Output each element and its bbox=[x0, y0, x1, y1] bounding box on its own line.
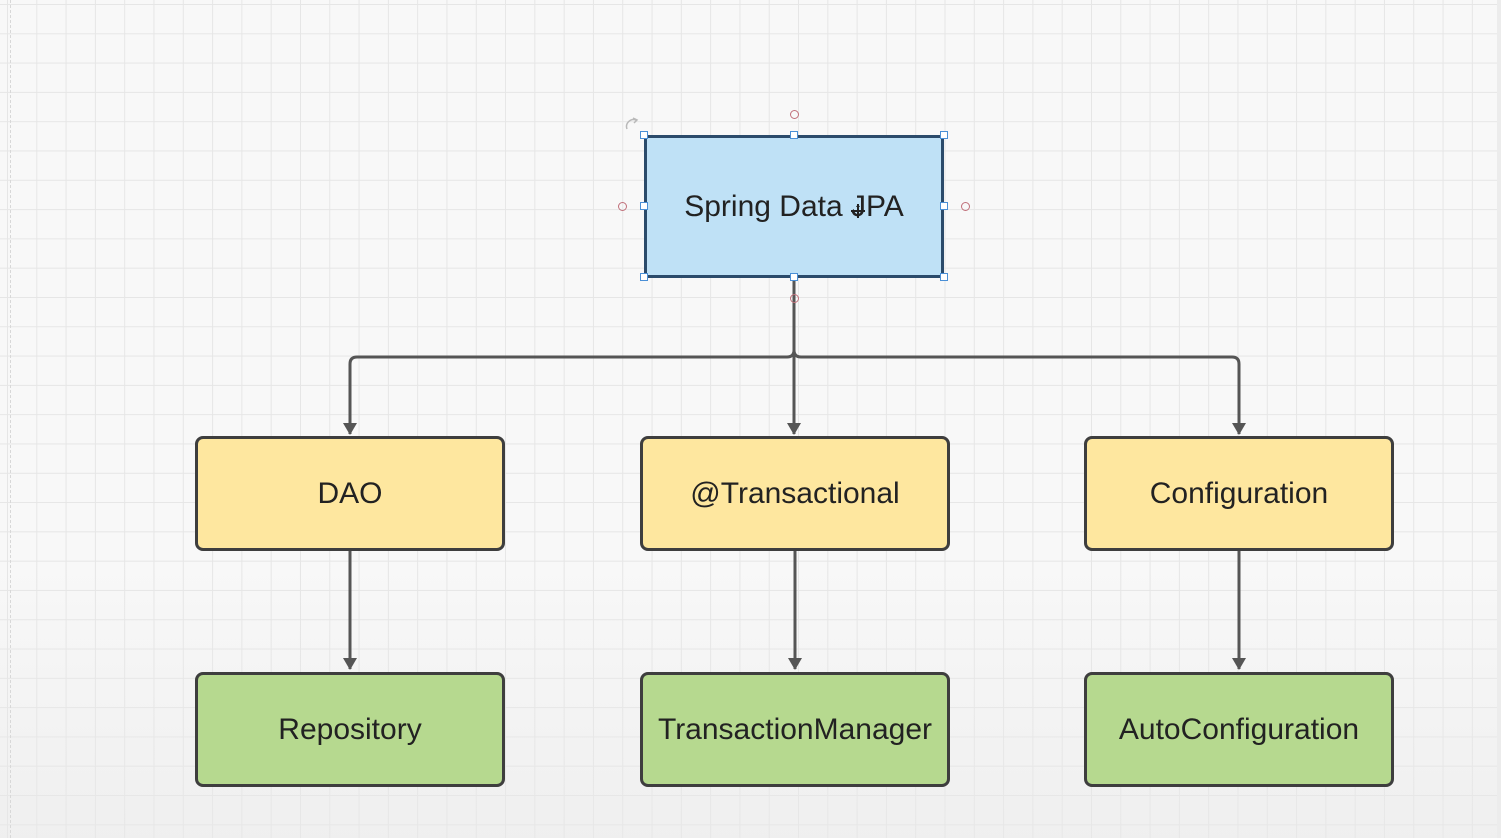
connection-point-top[interactable] bbox=[790, 110, 799, 119]
autoconfiguration-node-label: AutoConfiguration bbox=[1118, 712, 1360, 746]
connector-root-to-configuration[interactable] bbox=[792, 278, 1246, 435]
rotate-icon[interactable] bbox=[624, 117, 640, 133]
resize-handle-left[interactable] bbox=[640, 202, 648, 210]
root-node-label: Spring Data JPA bbox=[684, 189, 904, 223]
transactional-node-label: @Transactional bbox=[690, 476, 900, 510]
dao-node[interactable]: DAO bbox=[195, 436, 505, 551]
resize-handle-top-right[interactable] bbox=[940, 131, 948, 139]
connection-point-left[interactable] bbox=[618, 202, 627, 211]
configuration-node-label: Configuration bbox=[1149, 476, 1329, 510]
repository-node[interactable]: Repository bbox=[195, 672, 505, 787]
resize-handle-right[interactable] bbox=[940, 202, 948, 210]
resize-handle-top[interactable] bbox=[790, 131, 798, 139]
connector-root-to-dao[interactable] bbox=[343, 278, 796, 435]
resize-handle-top-left[interactable] bbox=[640, 131, 648, 139]
canvas-guide-line bbox=[10, 0, 11, 838]
root-node[interactable]: Spring Data JPA bbox=[644, 135, 944, 278]
resize-handle-bottom-left[interactable] bbox=[640, 273, 648, 281]
configuration-node[interactable]: Configuration bbox=[1084, 436, 1394, 551]
resize-handle-bottom-right[interactable] bbox=[940, 273, 948, 281]
repository-node-label: Repository bbox=[278, 712, 422, 746]
transactionmanager-node-label: TransactionManager bbox=[657, 712, 933, 746]
dao-node-label: DAO bbox=[317, 476, 383, 510]
resize-handle-bottom[interactable] bbox=[790, 273, 798, 281]
transactional-node[interactable]: @Transactional bbox=[640, 436, 950, 551]
transactionmanager-node[interactable]: TransactionManager bbox=[640, 672, 950, 787]
move-cursor-icon bbox=[851, 204, 865, 218]
connection-point-right[interactable] bbox=[961, 202, 970, 211]
autoconfiguration-node[interactable]: AutoConfiguration bbox=[1084, 672, 1394, 787]
canvas-right-edge bbox=[1497, 0, 1501, 838]
connection-point-bottom[interactable] bbox=[790, 294, 799, 303]
